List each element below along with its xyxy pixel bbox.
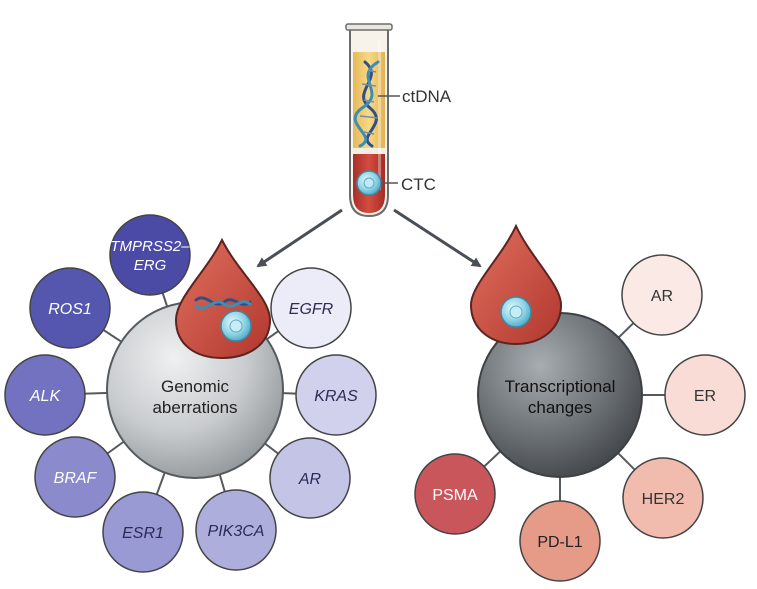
genomic-satellite-label: BRAF — [54, 470, 98, 487]
ctdna-label: ctDNA — [402, 87, 452, 106]
test-tube: ctDNA CTC — [345, 23, 452, 218]
genomic-satellite-pik3ca: PIK3CA — [195, 489, 277, 571]
genomic-satellite-egfr: EGFR — [270, 267, 352, 349]
genomic-satellite-esr1: ESR1 — [102, 491, 184, 573]
genomic-satellite-circle — [269, 437, 351, 519]
dna-helix-icon — [353, 60, 380, 148]
genomic-satellite-circle — [195, 489, 277, 571]
transcriptional-satellite-pd-l1: PD-L1 — [519, 500, 601, 582]
transcriptional-satellite-circle — [622, 457, 704, 539]
genomic-satellite-circle — [102, 491, 184, 573]
arrow-to-transcriptional — [393, 208, 482, 268]
genomic-satellite-label: PIK3CA — [208, 523, 265, 540]
arrow-to-genomic — [256, 208, 343, 268]
transcriptional-hub-label-line1: Transcriptional — [505, 377, 616, 396]
genomic-satellite-label: AR — [298, 471, 322, 488]
transcriptional-satellite-label: ER — [694, 388, 716, 405]
genomic-blood-drop-icon — [174, 237, 272, 360]
transcriptional-cluster: Transcriptional changes AR ER HER2 PD-L1… — [414, 223, 746, 582]
transcriptional-satellite-psma: PSMA — [414, 453, 496, 535]
transcriptional-satellite-her2: HER2 — [622, 457, 704, 539]
genomic-satellite-braf: BRAF — [34, 436, 116, 518]
genomic-satellite-label: ALK — [29, 388, 62, 405]
genomic-satellite-circle — [34, 436, 116, 518]
transcriptional-satellite-ar: AR — [621, 254, 703, 336]
genomic-satellite-label-line1: TMPRSS2– — [110, 238, 190, 255]
ctc-label: CTC — [401, 175, 436, 194]
genomic-satellite-ar: AR — [269, 437, 351, 519]
genomic-satellite-label: ROS1 — [48, 301, 92, 318]
genomic-satellite-circle — [295, 354, 377, 436]
genomic-satellite-kras: KRAS — [295, 354, 377, 436]
transcriptional-satellite-circle — [519, 500, 601, 582]
genomic-satellite-circle — [4, 354, 86, 436]
genomic-satellite-label: KRAS — [314, 388, 358, 405]
transcriptional-hub-label-line2: changes — [528, 398, 592, 417]
genomic-hub-label-line2: aberrations — [152, 398, 237, 417]
genomic-satellite-label-line2: ERG — [134, 257, 167, 274]
transcriptional-satellite-label: PD-L1 — [537, 534, 582, 551]
genomic-satellite-ros1: ROS1 — [29, 267, 111, 349]
genomic-cluster: Genomic aberrations TMPRSS2– ERG ROS1 AL… — [4, 214, 377, 573]
genomic-satellite-label: EGFR — [289, 301, 334, 318]
genomic-satellite-alk: ALK — [4, 354, 86, 436]
transcriptional-satellite-circle — [664, 354, 746, 436]
genomic-hub-label-line1: Genomic — [161, 377, 230, 396]
transcriptional-satellite-circle — [621, 254, 703, 336]
ctc-cell-icon — [356, 170, 382, 196]
transcriptional-satellite-label: AR — [651, 288, 673, 305]
genomic-satellite-label: ESR1 — [122, 525, 164, 542]
genomic-satellite-circle — [270, 267, 352, 349]
genomic-satellite-circle — [109, 214, 191, 296]
transcriptional-satellite-label: PSMA — [432, 487, 478, 504]
genomic-satellite-circle — [29, 267, 111, 349]
transcriptional-blood-drop-icon — [469, 223, 563, 346]
transcriptional-satellite-er: ER — [664, 354, 746, 436]
genomic-satellite-tmprss2-erg: TMPRSS2– ERG — [109, 214, 191, 296]
transcriptional-satellite-label: HER2 — [642, 491, 685, 508]
transcriptional-satellite-circle — [414, 453, 496, 535]
